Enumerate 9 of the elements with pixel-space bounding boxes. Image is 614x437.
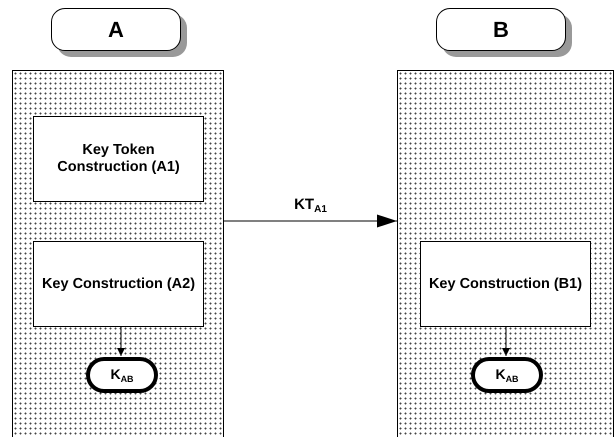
arrow [502, 326, 510, 356]
edge-label: KT$_{A1}$ [292, 196, 329, 215]
key-terminal: K$_{AB}$ [471, 357, 543, 393]
process-box: Key Token Construction (A1) [33, 116, 204, 202]
process-box: Key Construction (A2) [33, 241, 204, 327]
arrow [117, 326, 125, 356]
process-box: Key Construction (B1) [420, 241, 591, 327]
arrow [224, 214, 398, 228]
key-terminal: K$_{AB}$ [86, 357, 158, 393]
